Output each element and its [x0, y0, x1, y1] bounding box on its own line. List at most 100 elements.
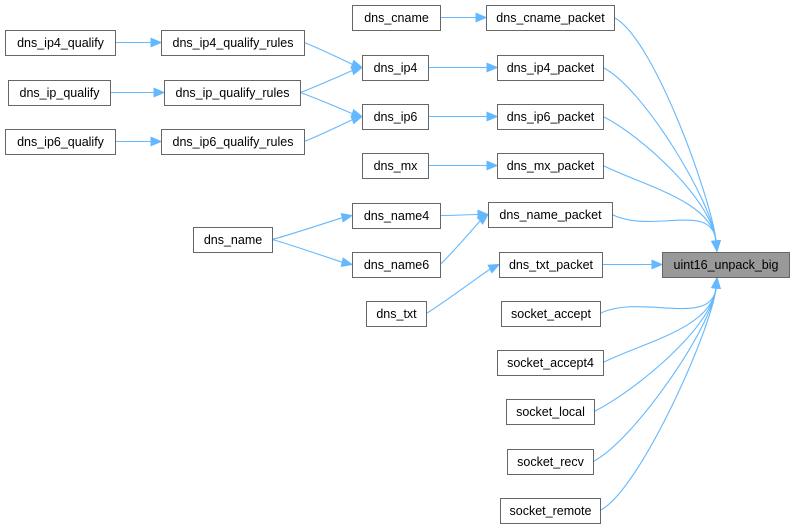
node-socket_local[interactable]: socket_local — [506, 399, 595, 425]
node-label-dns_cname_packet: dns_cname_packet — [496, 11, 605, 25]
arrowhead-dns_name-to-dns_name4 — [340, 212, 354, 223]
node-label-dns_ip4_qualify: dns_ip4_qualify — [17, 36, 105, 50]
node-label-uint16_unpack_big: uint16_unpack_big — [674, 258, 779, 272]
node-dns_ip4_packet[interactable]: dns_ip4_packet — [497, 55, 604, 81]
node-label-dns_name_packet: dns_name_packet — [499, 208, 602, 222]
edge-dns_txt-to-dns_txt_packet — [425, 268, 491, 314]
node-label-socket_accept: socket_accept — [511, 307, 591, 321]
node-dns_ip6[interactable]: dns_ip6 — [362, 104, 429, 130]
arrowhead-dns_ip6-to-dns_ip6_packet — [486, 111, 499, 122]
node-dns_name[interactable]: dns_name — [193, 227, 273, 253]
node-label-dns_ip6: dns_ip6 — [374, 110, 418, 124]
edge-dns_name-to-dns_name4 — [271, 217, 343, 241]
node-box-dns_ip6_qualify_rules[interactable] — [161, 129, 305, 155]
arrowhead-dns_ip4_qualify-to-dns_ip4_qualify_rules — [150, 37, 163, 48]
node-box-dns_ip4_qualify[interactable] — [5, 30, 116, 56]
arrowhead-dns_name_packet-to-uint16_unpack_big — [711, 240, 721, 253]
node-dns_ip6_qualify_rules[interactable]: dns_ip6_qualify_rules — [161, 129, 305, 155]
node-dns_ip6_packet[interactable]: dns_ip6_packet — [497, 104, 604, 130]
node-box-socket_accept[interactable] — [501, 301, 601, 327]
edge-dns_ip4_packet-to-uint16_unpack_big — [602, 67, 717, 242]
node-label-dns_txt_packet: dns_txt_packet — [509, 258, 594, 272]
node-box-socket_accept4[interactable] — [497, 350, 604, 376]
node-dns_mx[interactable]: dns_mx — [362, 153, 429, 179]
node-box-dns_txt_packet[interactable] — [499, 252, 603, 278]
node-dns_ip_qualify_rules[interactable]: dns_ip_qualify_rules — [164, 80, 301, 106]
edge-socket_accept-to-uint16_unpack_big — [599, 287, 717, 314]
node-dns_name4[interactable]: dns_name4 — [352, 203, 441, 229]
node-dns_ip_qualify[interactable]: dns_ip_qualify — [8, 80, 111, 106]
node-box-dns_name4[interactable] — [352, 203, 441, 229]
node-label-dns_txt: dns_txt — [376, 307, 417, 321]
arrowhead-dns_ip6_qualify-to-dns_ip6_qualify_rules — [150, 136, 163, 147]
edge-dns_name4-to-dns_name_packet — [439, 213, 479, 217]
node-label-dns_ip6_qualify_rules: dns_ip6_qualify_rules — [173, 135, 294, 149]
node-dns_name6[interactable]: dns_name6 — [352, 252, 441, 278]
node-label-dns_ip4_qualify_rules: dns_ip4_qualify_rules — [173, 36, 294, 50]
node-box-socket_local[interactable] — [506, 399, 595, 425]
node-box-socket_remote[interactable] — [500, 498, 601, 524]
edge-dns_name6-to-dns_name_packet — [439, 220, 481, 265]
node-box-dns_ip_qualify[interactable] — [8, 80, 111, 106]
node-dns_cname_packet[interactable]: dns_cname_packet — [486, 5, 615, 31]
node-uint16_unpack_big[interactable]: uint16_unpack_big — [662, 252, 790, 278]
node-box-dns_name6[interactable] — [352, 252, 441, 278]
node-label-dns_name6: dns_name6 — [364, 258, 429, 272]
edge-dns_cname_packet-to-uint16_unpack_big — [613, 17, 717, 242]
node-label-dns_ip_qualify_rules: dns_ip_qualify_rules — [176, 86, 290, 100]
node-dns_cname[interactable]: dns_cname — [352, 5, 441, 31]
edge-dns_name_packet-to-uint16_unpack_big — [611, 214, 717, 242]
node-dns_ip4_qualify[interactable]: dns_ip4_qualify — [5, 30, 116, 56]
nodes-layer: dns_cname dns_cname_packet dns_ip4_qualify… — [5, 5, 790, 524]
node-label-dns_name4: dns_name4 — [364, 209, 429, 223]
arrowhead-dns_txt-to-dns_txt_packet — [487, 263, 501, 274]
arrowhead-dns_name6-to-dns_name_packet — [476, 213, 490, 225]
node-box-dns_ip4[interactable] — [362, 55, 429, 81]
arrowhead-dns_ip_qualify-to-dns_ip_qualify_rules — [153, 87, 166, 98]
node-dns_txt[interactable]: dns_txt — [366, 301, 427, 327]
arrowhead-socket_remote-to-uint16_unpack_big — [711, 276, 721, 289]
node-dns_ip6_qualify[interactable]: dns_ip6_qualify — [5, 129, 116, 155]
edge-socket_remote-to-uint16_unpack_big — [599, 287, 717, 511]
node-box-dns_ip4_packet[interactable] — [497, 55, 604, 81]
node-box-dns_ip6_packet[interactable] — [497, 104, 604, 130]
node-box-dns_ip4_qualify_rules[interactable] — [161, 30, 305, 56]
node-dns_txt_packet[interactable]: dns_txt_packet — [499, 252, 603, 278]
node-label-dns_mx_packet: dns_mx_packet — [507, 159, 595, 173]
node-socket_accept4[interactable]: socket_accept4 — [497, 350, 604, 376]
node-box-dns_ip6[interactable] — [362, 104, 429, 130]
node-box-dns_cname[interactable] — [352, 5, 441, 31]
edge-dns_ip4_qualify_rules-to-dns_ip4 — [303, 41, 354, 66]
node-label-dns_ip6_qualify: dns_ip6_qualify — [17, 135, 105, 149]
arrowhead-dns_txt_packet-to-uint16_unpack_big — [651, 259, 664, 270]
edge-dns_ip6_packet-to-uint16_unpack_big — [602, 116, 717, 242]
node-box-dns_ip_qualify_rules[interactable] — [164, 80, 301, 106]
node-box-dns_name[interactable] — [193, 227, 273, 253]
node-label-socket_recv: socket_recv — [517, 455, 584, 469]
node-box-uint16_unpack_big[interactable] — [662, 252, 790, 278]
edge-dns_name-to-dns_name6 — [271, 238, 343, 263]
arrowhead-dns_cname-to-dns_cname_packet — [475, 12, 488, 23]
node-label-socket_accept4: socket_accept4 — [507, 356, 594, 370]
node-dns_mx_packet[interactable]: dns_mx_packet — [497, 153, 604, 179]
node-box-dns_mx[interactable] — [362, 153, 429, 179]
edge-dns_ip6_qualify_rules-to-dns_ip6 — [303, 118, 354, 143]
node-box-dns_txt[interactable] — [366, 301, 427, 327]
node-box-dns_cname_packet[interactable] — [486, 5, 615, 31]
node-box-dns_mx_packet[interactable] — [497, 153, 604, 179]
node-box-dns_ip6_qualify[interactable] — [5, 129, 116, 155]
node-socket_accept[interactable]: socket_accept — [501, 301, 601, 327]
node-dns_ip4[interactable]: dns_ip4 — [362, 55, 429, 81]
node-label-dns_name: dns_name — [204, 233, 262, 247]
node-box-dns_name_packet[interactable] — [488, 202, 613, 228]
node-dns_ip4_qualify_rules[interactable]: dns_ip4_qualify_rules — [161, 30, 305, 56]
edges-layer — [109, 12, 721, 511]
arrowhead-dns_mx-to-dns_mx_packet — [486, 160, 499, 171]
node-dns_name_packet[interactable]: dns_name_packet — [488, 202, 613, 228]
node-box-socket_recv[interactable] — [507, 449, 594, 475]
node-socket_recv[interactable]: socket_recv — [507, 449, 594, 475]
node-socket_remote[interactable]: socket_remote — [500, 498, 601, 524]
edge-socket_local-to-uint16_unpack_big — [593, 287, 717, 412]
arrowhead-dns_ip_qualify_rules-to-dns_ip4 — [350, 65, 364, 76]
